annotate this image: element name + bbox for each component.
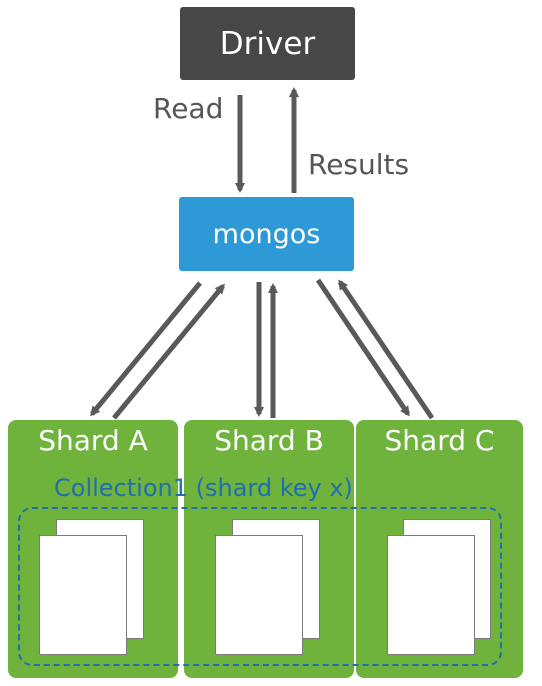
shard-a-to-mongos-arrow [112, 283, 225, 420]
mongos-label: mongos [212, 218, 321, 250]
document-icon [387, 535, 475, 655]
collection-label: Collection1 (shard key x) [54, 474, 353, 502]
shard-c-label: Shard C [384, 424, 495, 457]
driver-label: Driver [219, 25, 316, 62]
driver-node: Driver [180, 7, 355, 80]
results-label: Results [308, 148, 410, 181]
read-label: Read [153, 92, 224, 125]
mongos-node: mongos [179, 197, 354, 271]
shard-b-label: Shard B [214, 424, 324, 457]
mongos-to-shard-c-arrow [315, 278, 411, 417]
shard-a-label: Shard A [38, 424, 148, 457]
mongos-to-shard-a-arrow [90, 281, 202, 417]
document-icon [215, 535, 303, 655]
shard-c-to-mongos-arrow [337, 279, 435, 420]
collection-boundary [18, 507, 502, 666]
document-icon [39, 535, 127, 655]
